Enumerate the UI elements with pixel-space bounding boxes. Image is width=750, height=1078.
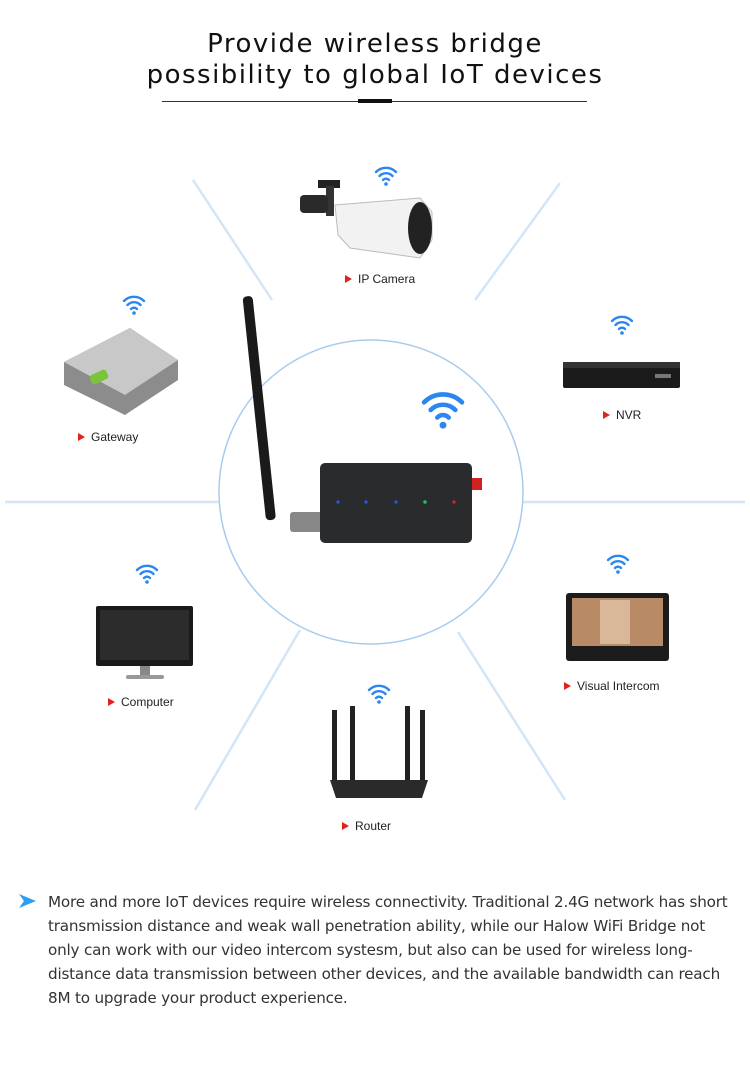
intercom-icon <box>566 593 669 661</box>
device-label-ip-camera: IP Camera <box>345 272 415 286</box>
marker-icon <box>345 275 352 283</box>
marker-icon <box>603 411 610 419</box>
device-label-nvr: NVR <box>603 408 641 422</box>
gateway-icon <box>64 328 178 415</box>
network-diagram <box>5 166 745 811</box>
computer-icon <box>96 606 193 679</box>
label-text: Gateway <box>91 430 139 444</box>
device-label-gateway: Gateway <box>78 430 138 444</box>
wifi-icon <box>135 564 159 585</box>
router-icon <box>330 706 428 798</box>
description-paragraph: More and more IoT devices require wirele… <box>48 893 728 1007</box>
title-divider-accent <box>358 99 392 103</box>
label-text: Router <box>355 819 392 833</box>
nvr-icon <box>563 362 680 388</box>
halow-bridge-device <box>242 296 482 543</box>
range-circle <box>218 339 524 645</box>
connection-lines <box>5 179 745 811</box>
marker-icon <box>564 682 571 690</box>
wifi-icon <box>367 684 391 705</box>
label-text: Computer <box>121 695 174 709</box>
device-label-router: Router <box>342 819 391 833</box>
device-label-computer: Computer <box>108 695 174 709</box>
label-text: Visual Intercom <box>577 679 660 693</box>
page-title-line-1: Provide wireless bridge <box>207 29 543 59</box>
marker-icon <box>108 698 115 706</box>
wifi-icon <box>374 166 398 188</box>
wifi-icon <box>610 315 634 336</box>
marker-icon <box>342 822 349 830</box>
ip-camera-icon <box>300 180 433 259</box>
wifi-icon <box>122 295 146 316</box>
wifi-icon <box>606 554 630 575</box>
device-label-visual-intercom: Visual Intercom <box>564 679 659 693</box>
bullet-arrow-icon <box>19 894 36 908</box>
label-text: NVR <box>616 408 642 422</box>
wifi-icon <box>424 394 462 428</box>
page-title-line-2: possibility to global IoT devices <box>146 60 604 90</box>
marker-icon <box>78 433 85 441</box>
label-text: IP Camera <box>358 272 416 286</box>
